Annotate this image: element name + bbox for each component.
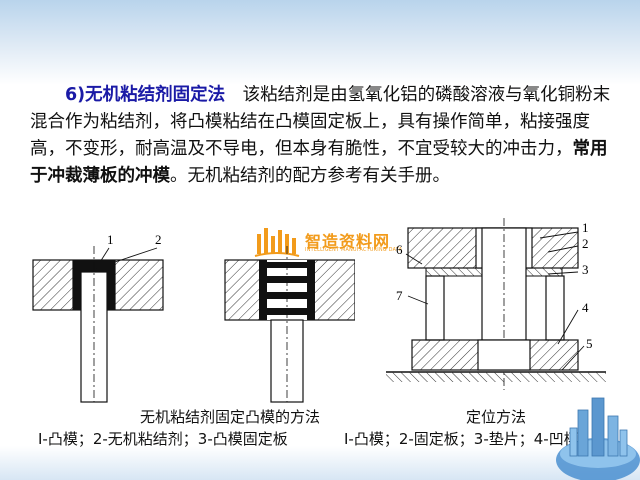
watermark-subtitle: INTELLIGENT MANUFACTURING DATA [305, 248, 403, 253]
watermark-logo: 智造资料网 INTELLIGENT MANUFACTURING DATA [253, 224, 402, 260]
right-label-5: 5 [586, 336, 593, 351]
paragraph-text-2: 。无机粘结剂的配方参考有关手册。 [170, 166, 450, 186]
right-label-3: 3 [582, 262, 589, 277]
figure-right-caption: 定位方法 [466, 408, 527, 426]
section-heading: 6)无机粘结剂固定法 [65, 85, 226, 105]
figure-left-drawing: 1 2 [32, 232, 355, 403]
legend-left: I-凸模；2-无机粘结剂；3-凸模固定板 [38, 430, 288, 448]
globe-buildings-icon [556, 397, 640, 480]
watermark-emblem-icon [253, 224, 301, 260]
watermark-name: 智造资料网 [305, 232, 391, 251]
paragraph-emphasis: 常用于冲裁薄板的冲模 [30, 139, 608, 186]
paragraph-text-1: 该粘结剂是由氢氧化铝的磷酸溶液与氧化铜粉末混合作为粘结剂，将凸模粘结在凸模固定板… [30, 85, 611, 159]
right-label-4: 4 [582, 300, 589, 315]
right-label-2: 2 [582, 236, 589, 251]
left-label-2: 2 [155, 232, 162, 247]
body-paragraph: 6)无机粘结剂固定法 该粘结剂是由氢氧化铝的磷酸溶液与氧化铜粉末混合作为粘结剂，… [30, 82, 620, 190]
diagram-adhesive-punch-a [32, 246, 164, 403]
figure-right-drawing: 1 2 3 4 5 6 7 [386, 218, 606, 390]
legend-right: I-凸模；2-固定板；3-垫片；4-凹模； [344, 430, 594, 448]
left-label-1: 1 [107, 232, 114, 247]
diagram-adhesive-punch-b [224, 246, 355, 403]
right-label-1: 1 [582, 220, 589, 235]
figure-left-caption: 无机粘结剂固定凸模的方法 [140, 408, 321, 426]
right-label-7: 7 [396, 288, 403, 303]
right-label-6: 6 [396, 242, 403, 257]
